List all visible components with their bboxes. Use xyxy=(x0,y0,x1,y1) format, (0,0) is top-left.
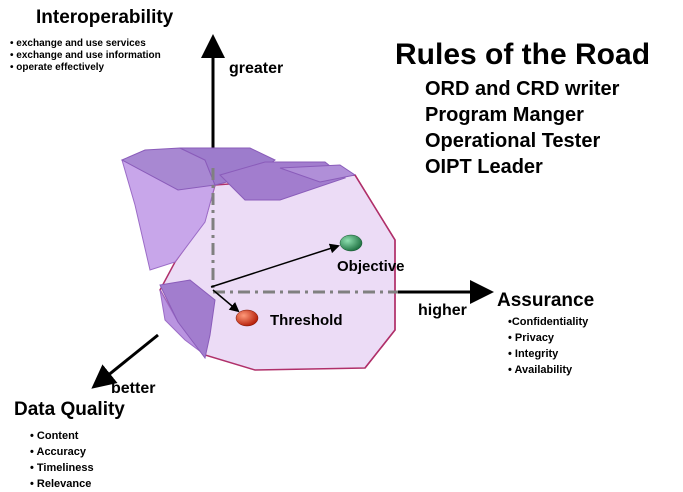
interoperability-title: Interoperability xyxy=(36,7,174,28)
assurance-item: • Privacy xyxy=(508,332,555,344)
interoperability-item: • exchange and use information xyxy=(10,50,161,61)
data-quality-direction-label: better xyxy=(111,380,156,397)
assurance-item: • Availability xyxy=(508,364,573,376)
capability-volume xyxy=(120,147,396,371)
interoperability-direction-label: greater xyxy=(229,60,284,77)
assurance-direction-label: higher xyxy=(418,302,467,319)
data-quality-axis xyxy=(91,333,159,389)
role-item: ORD and CRD writer xyxy=(425,78,620,100)
data-quality-list: • Content • Accuracy • Timeliness • Rele… xyxy=(30,428,94,492)
threshold-point xyxy=(235,309,259,327)
objective-vector xyxy=(210,243,340,288)
role-item: OIPT Leader xyxy=(425,156,543,178)
rules-title: Rules of the Road xyxy=(395,38,651,71)
interoperability-item: • exchange and use services xyxy=(10,38,146,49)
assurance-item: •Confidentiality xyxy=(508,316,589,328)
assurance-item: • Integrity xyxy=(508,348,559,360)
role-item: Operational Tester xyxy=(425,130,601,152)
threshold-vector xyxy=(212,289,240,313)
data-quality-title: Data Quality xyxy=(14,399,125,420)
rules-roles-list: ORD and CRD writer Program Manger Operat… xyxy=(425,76,619,180)
data-quality-item: • Accuracy xyxy=(30,446,87,458)
volume-right-edge xyxy=(354,174,396,369)
assurance-title: Assurance xyxy=(497,290,595,311)
threshold-label: Threshold xyxy=(270,312,343,329)
data-quality-item: • Timeliness xyxy=(30,462,94,474)
volume-bottom-left-face xyxy=(159,279,216,360)
role-item: Program Manger xyxy=(425,104,584,126)
data-quality-item: • Relevance xyxy=(30,478,92,490)
objective-point xyxy=(339,234,363,252)
interoperability-item: • operate effectively xyxy=(10,62,105,73)
data-quality-item: • Content xyxy=(30,430,79,442)
assurance-list: •Confidentiality • Privacy • Integrity •… xyxy=(508,314,588,378)
objective-label: Objective xyxy=(337,258,405,275)
interoperability-list: • exchange and use services • exchange a… xyxy=(10,38,161,74)
